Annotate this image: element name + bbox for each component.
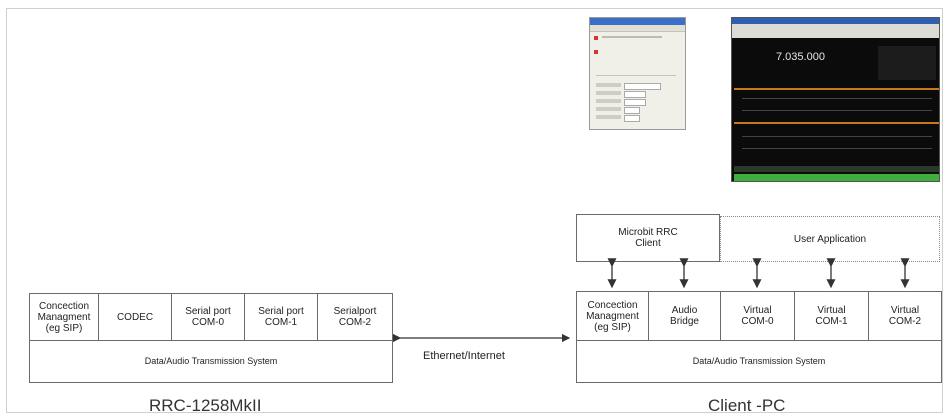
microbit-client-box: Microbit RRC Client — [576, 214, 720, 262]
right-virtual-com0-cell: Virtual COM-0 — [721, 292, 795, 340]
left-codec-cell: CODEC — [99, 294, 172, 340]
left-serial-com2-cell: Serialport COM-2 — [333, 306, 377, 328]
left-serial-com0-cell: Serial port COM-0 — [172, 294, 245, 340]
diagram-frame — [6, 8, 943, 413]
right-audio-bridge-cell: Audio Bridge — [649, 292, 721, 340]
client-pc-stack: Concection Managment (eg SIP) Audio Brid… — [576, 291, 942, 383]
radio-control-screenshot: 7.035.000 — [731, 17, 940, 182]
right-connection-management-cell: Concection Managment (eg SIP) — [577, 292, 649, 340]
left-connection-management-cell: Concection Managment (eg SIP) — [30, 294, 99, 340]
radio-frequency-readout: 7.035.000 — [776, 51, 825, 63]
right-device-title: Client -PC — [708, 396, 786, 415]
right-virtual-com2-cell: Virtual COM-2 — [888, 305, 922, 327]
right-transmission-system: Data/Audio Transmission System — [692, 356, 826, 366]
left-transmission-system: Data/Audio Transmission System — [144, 356, 278, 366]
left-device-title: RRC-1258MkII — [149, 396, 262, 415]
user-application-label: User Application — [793, 233, 867, 245]
client-app-screenshot — [589, 17, 686, 130]
right-virtual-com1-cell: Virtual COM-1 — [795, 292, 869, 340]
window-titlebar — [590, 18, 685, 25]
rrc-device-stack: Concection Managment (eg SIP) CODEC Seri… — [29, 293, 393, 383]
ethernet-internet-label: Ethernet/Internet — [423, 350, 505, 362]
left-serial-com1-cell: Serial port COM-1 — [245, 294, 318, 340]
